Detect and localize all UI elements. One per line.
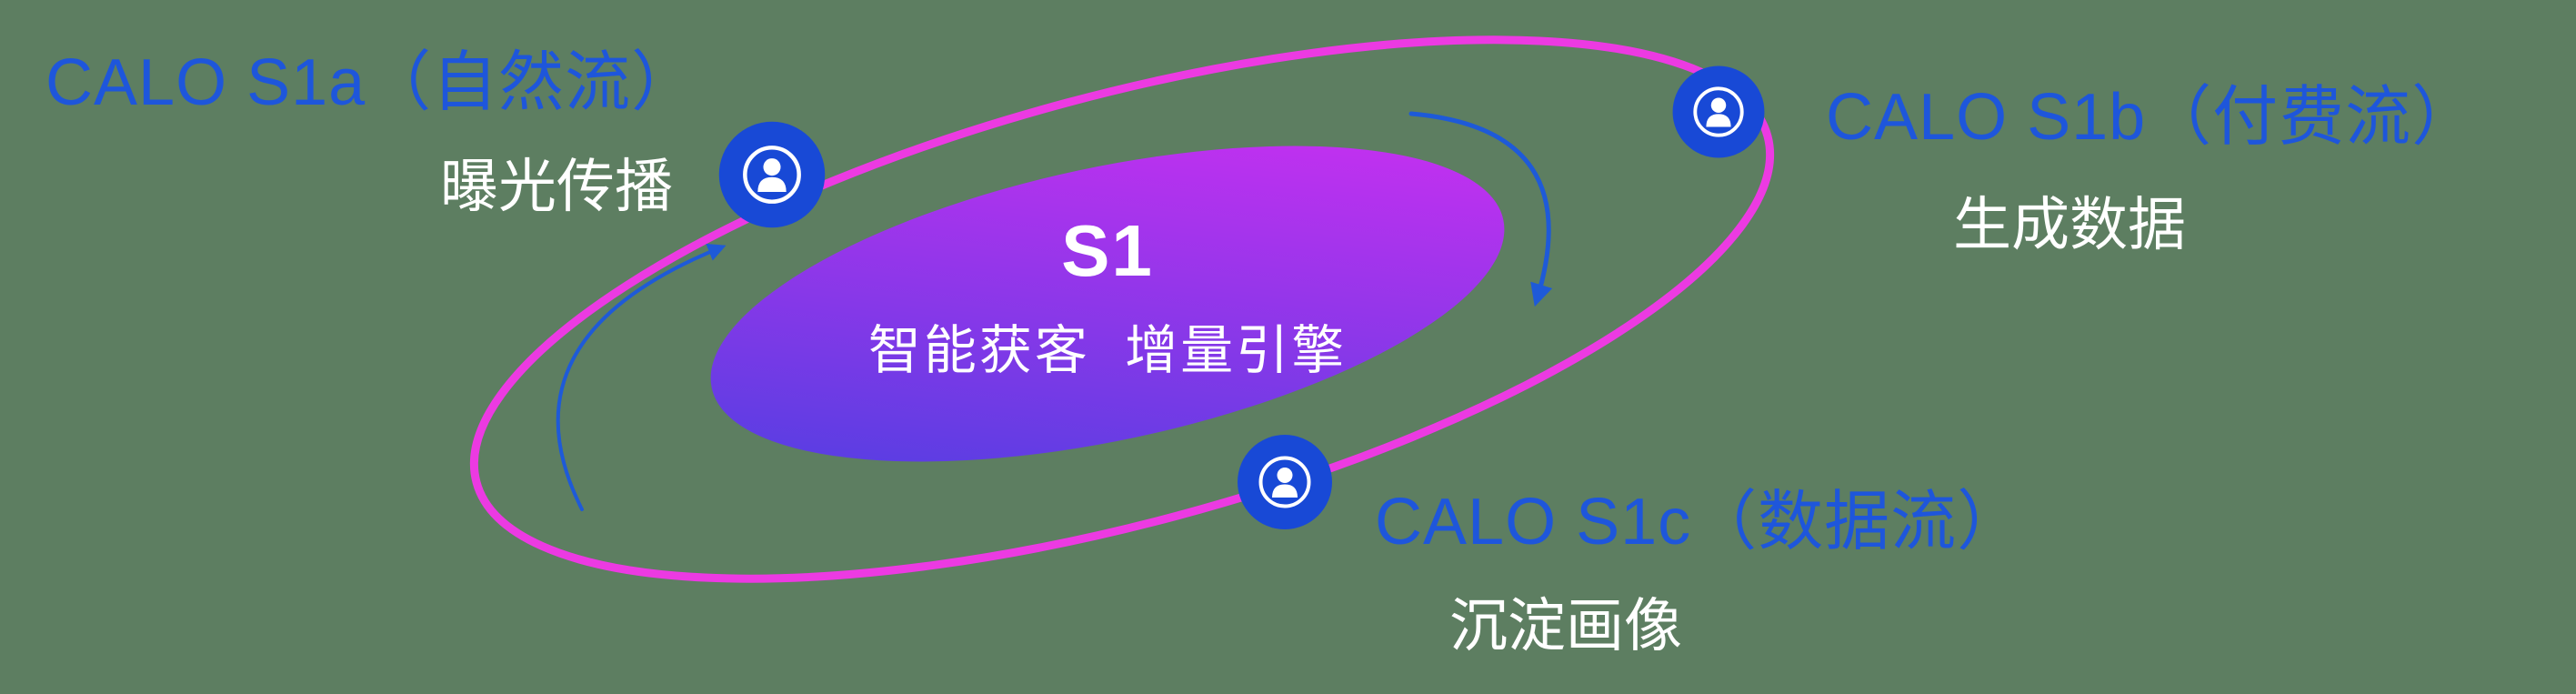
node-calo-s1b <box>1672 65 1765 158</box>
node-calo-s1a <box>718 121 826 228</box>
orbit-ring <box>469 35 1775 583</box>
person-icon <box>1258 456 1311 508</box>
core-title: S1 <box>1061 210 1154 291</box>
sublabel-calo-s1b: 生成数据 <box>1953 192 2186 257</box>
node-calo-s1c <box>1238 435 1332 529</box>
core-subtitle: 智能获客 增量引擎 <box>867 321 1348 380</box>
core-ellipse <box>710 146 1505 462</box>
sublabel-calo-s1c: 沉淀画像 <box>1449 593 1682 659</box>
sublabel-calo-s1a: 曝光传播 <box>440 154 673 219</box>
label-calo-s1a: CALO S1a（自然流） <box>45 46 698 119</box>
flow-arrow-left-up <box>556 243 727 511</box>
label-calo-s1b: CALO S1b（付费流） <box>1826 81 2479 154</box>
core-text: S1 智能获客 增量引擎 <box>868 209 1347 384</box>
person-icon <box>1693 86 1744 137</box>
flow-arrow-right-down <box>1408 111 1553 307</box>
person-icon <box>743 146 801 204</box>
label-calo-s1c: CALO S1c（数据流） <box>1375 486 2024 558</box>
